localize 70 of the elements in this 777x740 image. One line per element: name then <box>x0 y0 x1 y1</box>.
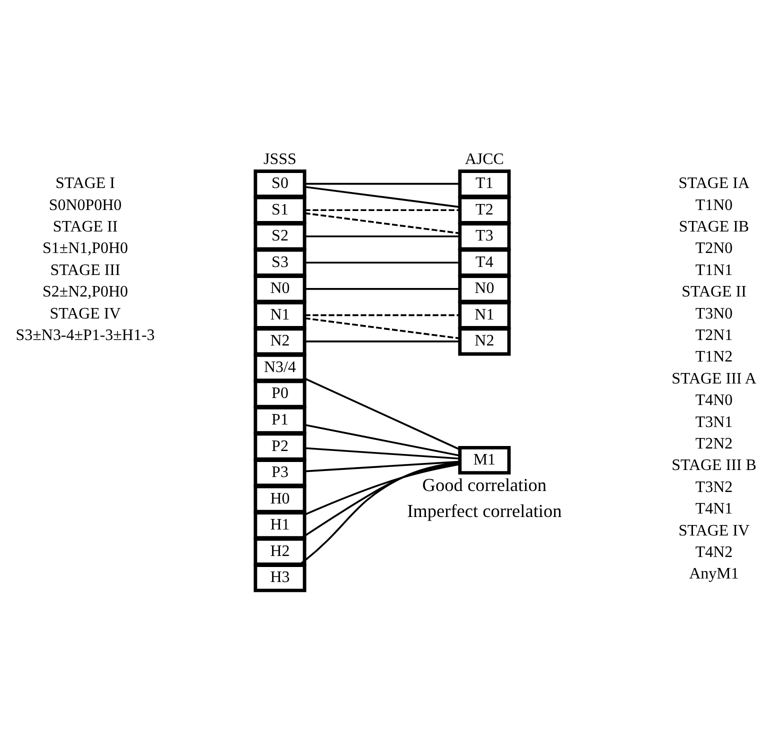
label: S0N0P0H0 <box>48 196 122 214</box>
label: T4N2 <box>695 544 733 561</box>
node-box: T4 <box>458 248 511 277</box>
label: T1N0 <box>695 196 733 214</box>
node-box: P0 <box>254 380 306 408</box>
node-box: N0 <box>458 274 511 304</box>
node-box: H2 <box>254 537 306 566</box>
node-box: T2 <box>458 196 511 224</box>
node-box: N0 <box>254 274 306 304</box>
node-box: T1 <box>458 170 511 198</box>
label: AJCC <box>464 151 504 168</box>
label: STAGE II <box>52 218 118 236</box>
label: T1N1 <box>695 262 733 279</box>
node-box: P3 <box>254 458 306 488</box>
node-box: S1 <box>254 196 306 224</box>
connector <box>304 317 460 340</box>
connector <box>304 378 460 450</box>
label: STAGE IA <box>678 175 750 192</box>
label: T3N0 <box>695 305 733 322</box>
node-box: T3 <box>458 222 511 251</box>
label: S3±N3-4±P1-3±H1-3 <box>16 326 155 344</box>
connector <box>304 314 460 316</box>
label: T2N1 <box>695 326 733 344</box>
connector <box>304 447 460 460</box>
label: STAGE IV <box>50 305 121 322</box>
node-box: H1 <box>254 511 306 540</box>
node-box: H3 <box>254 564 306 592</box>
label: STAGE III A <box>672 370 756 388</box>
connector <box>304 340 460 342</box>
connector <box>304 460 460 472</box>
node-box: P1 <box>254 406 306 435</box>
node-box: N3/4 <box>254 353 306 382</box>
node-box: N2 <box>458 327 511 356</box>
connector <box>304 463 460 516</box>
connector <box>304 235 460 238</box>
node-box: N1 <box>458 300 511 330</box>
label: STAGE II <box>682 284 746 301</box>
legend-label: Good correlation <box>422 474 547 495</box>
label: T3N1 <box>695 414 733 431</box>
node-box: M1 <box>458 446 511 474</box>
connector <box>304 424 460 456</box>
label: STAGE IV <box>678 522 750 540</box>
connector <box>304 262 460 264</box>
label: STAGE IB <box>678 218 750 236</box>
node-box: P2 <box>254 432 306 461</box>
label: S1±N1,P0H0 <box>42 240 128 258</box>
label: STAGE I <box>56 175 116 192</box>
label: S2±N2,P0H0 <box>42 284 128 301</box>
connector <box>304 212 460 234</box>
connector <box>304 182 460 185</box>
label: JSSS <box>264 151 296 168</box>
node-box: S3 <box>254 248 306 277</box>
node-box: S0 <box>254 170 306 198</box>
label: T2N0 <box>695 240 733 258</box>
legend-label: Imperfect correlation <box>407 501 562 522</box>
label: T4N1 <box>695 500 733 518</box>
label: T3N2 <box>695 478 733 496</box>
node-box: N1 <box>254 300 306 330</box>
label: STAGE III B <box>672 457 756 474</box>
node-box: N2 <box>254 327 306 356</box>
node-box: S2 <box>254 222 306 251</box>
connector <box>304 186 460 208</box>
connector <box>304 209 460 212</box>
label: T1N2 <box>695 348 733 366</box>
connector <box>304 288 460 290</box>
node-box: H0 <box>254 484 306 514</box>
label: STAGE III <box>50 262 120 279</box>
label: AnyM1 <box>689 566 739 583</box>
label: T4N0 <box>695 392 733 410</box>
label: T2N2 <box>695 435 733 452</box>
